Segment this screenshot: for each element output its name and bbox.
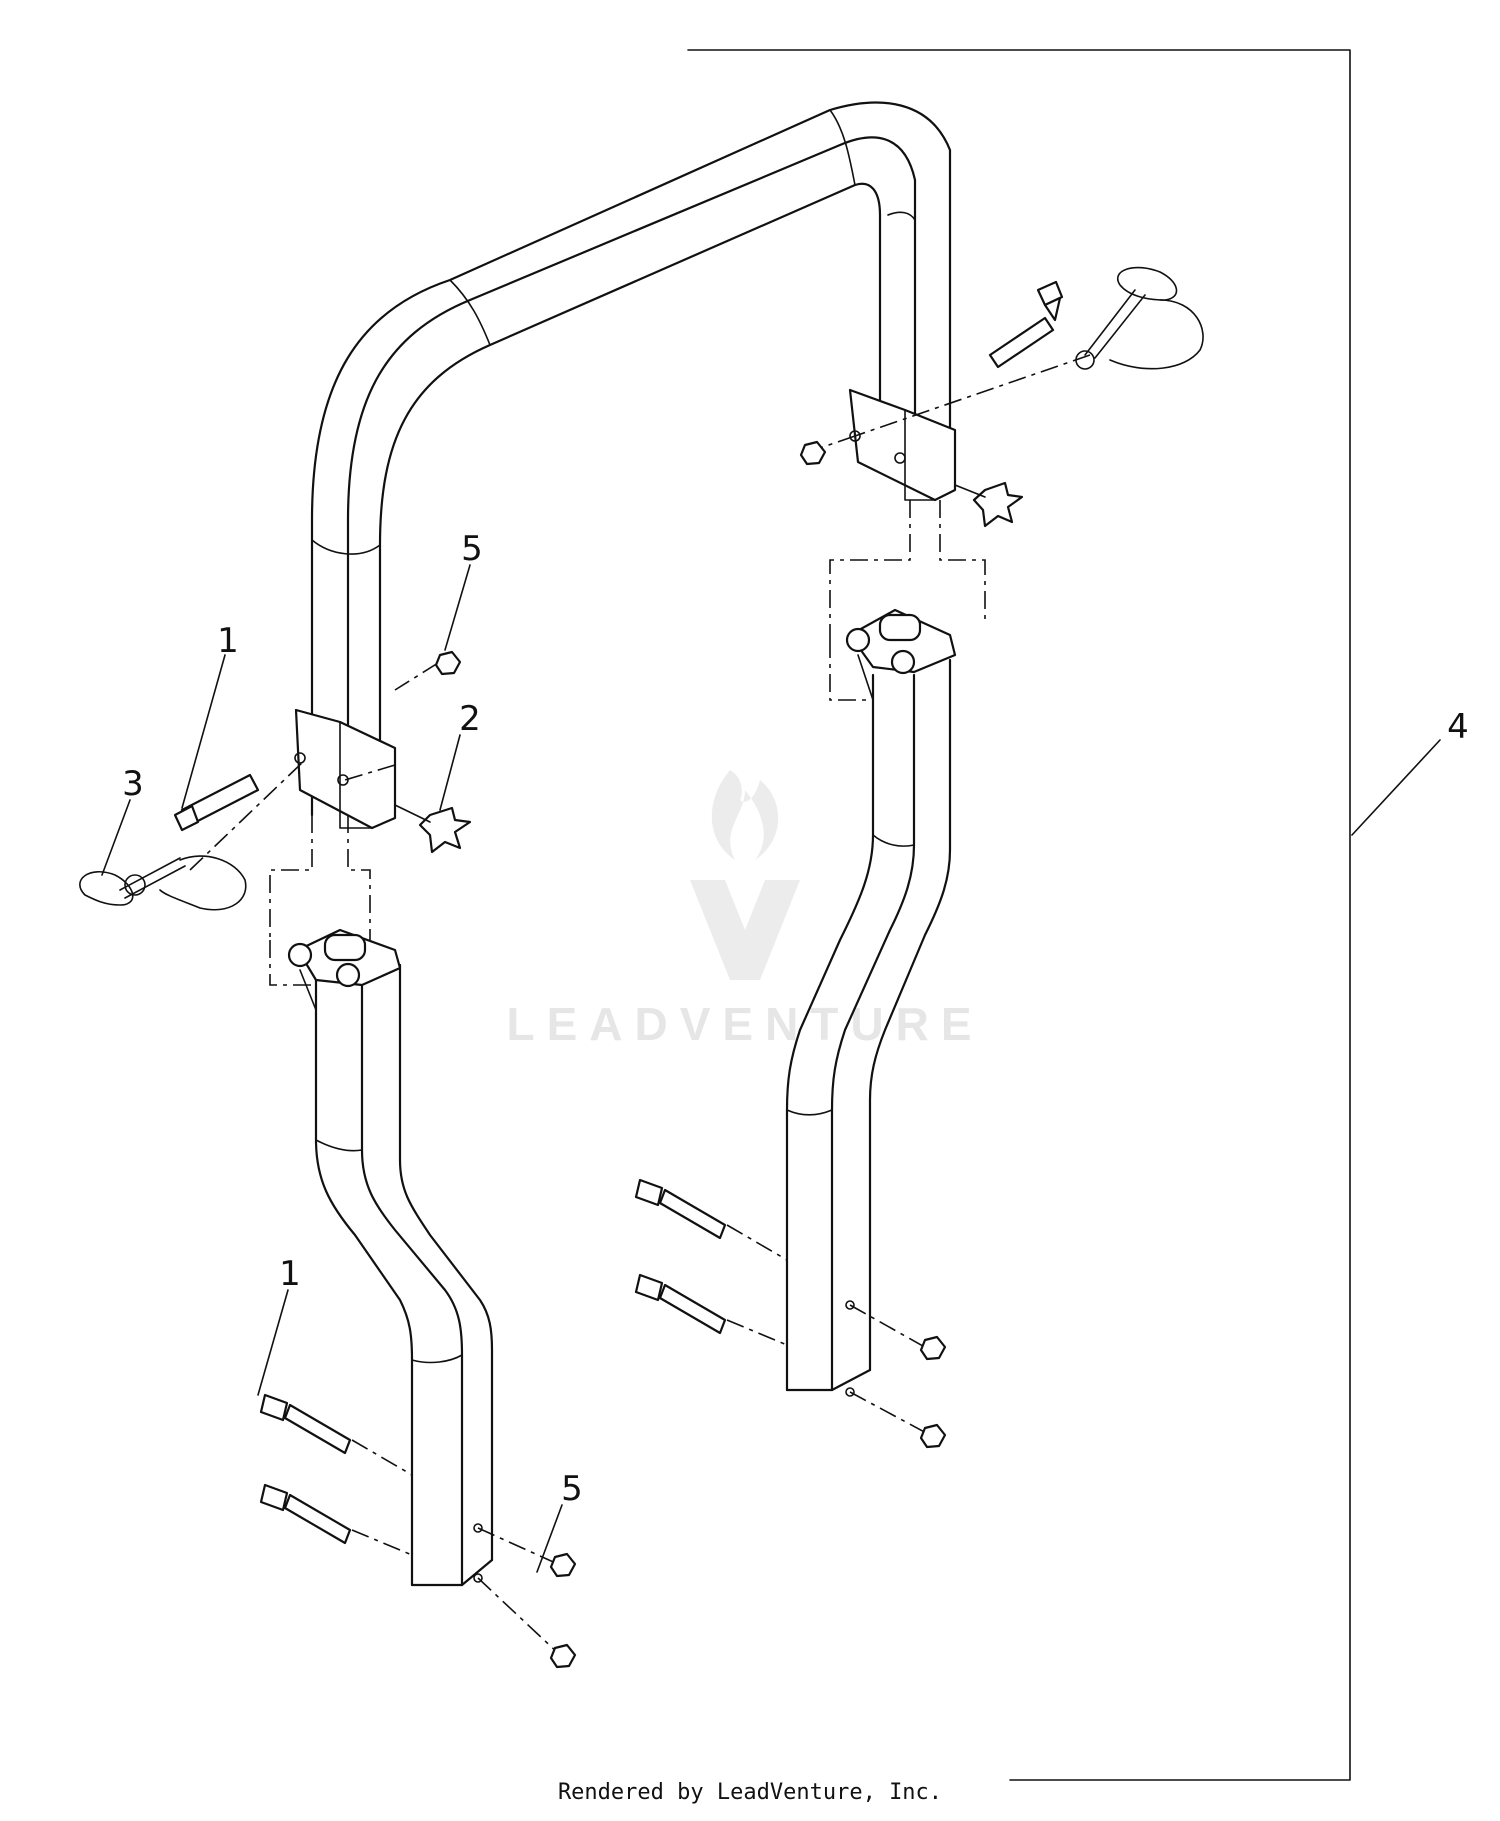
callout-4: 4	[1447, 707, 1469, 747]
callout-3: 3	[122, 764, 144, 804]
upper-roll-bar	[294, 101, 957, 830]
hitch-pin-left	[79, 855, 247, 911]
lower-left-leg	[287, 928, 494, 1587]
callout-2: 2	[459, 699, 481, 739]
star-knobs	[394, 481, 1024, 854]
leader-lines	[101, 564, 1441, 1573]
watermark-text: LEADVENTURE	[506, 998, 983, 1050]
callout-1-lower: 1	[279, 1254, 301, 1294]
assembly-bracket	[687, 49, 1351, 1781]
callout-5-upper: 5	[461, 529, 483, 569]
nuts	[434, 440, 947, 1669]
footer-credit: Rendered by LeadVenture, Inc.	[557, 1780, 943, 1805]
hitch-pin-right	[1075, 266, 1204, 370]
watermark: LEADVENTURE	[506, 770, 983, 1050]
callouts: 1 2 3 4 5 1 5	[122, 529, 1469, 1509]
lower-right-leg	[785, 608, 957, 1397]
callout-1-upper: 1	[217, 621, 239, 661]
alignment-lines	[189, 354, 1091, 1656]
bolts	[173, 280, 1064, 1545]
callout-5-lower: 5	[561, 1469, 583, 1509]
